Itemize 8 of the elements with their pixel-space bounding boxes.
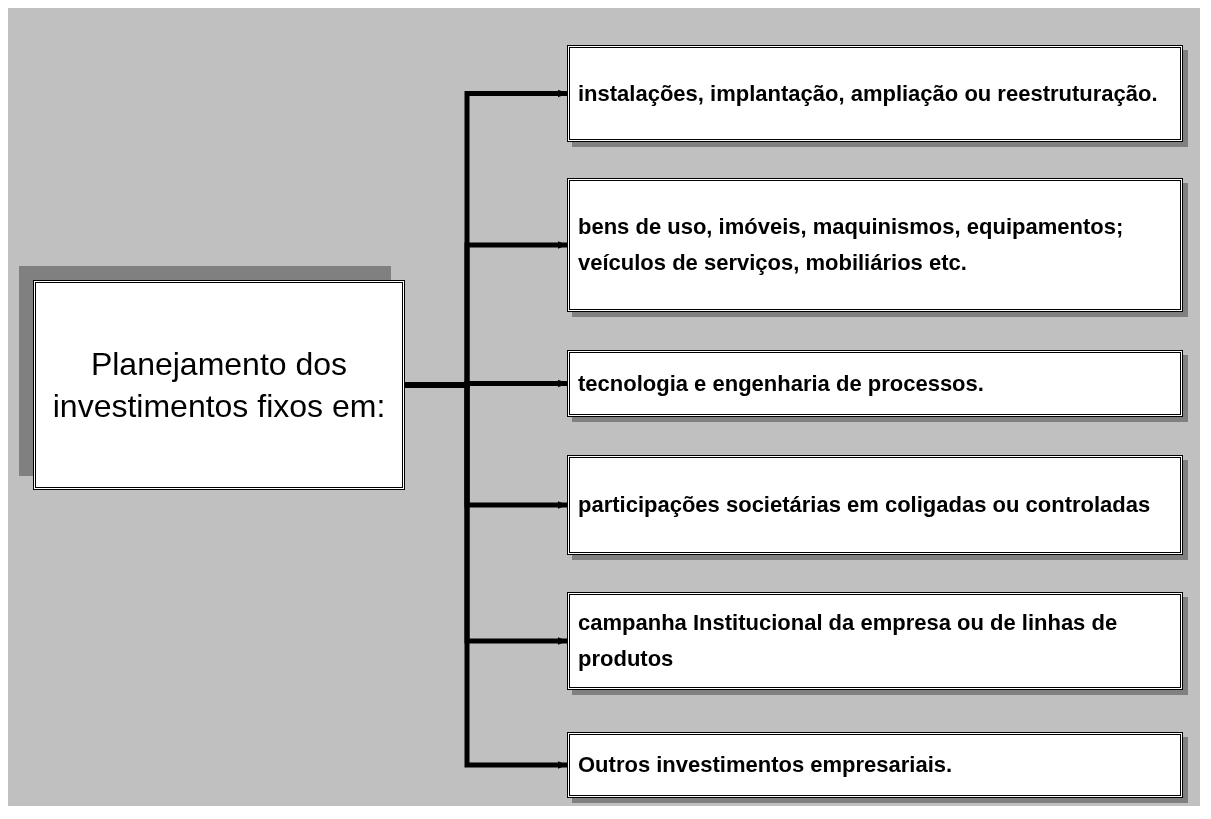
- item-text: Outros investimentos empresariais.: [578, 751, 953, 779]
- arrow: [405, 382, 568, 769]
- item-text: bens de uso, imóveis, maquinismos, equipamentos; veículos de serviços, mobiliários etc.: [578, 213, 1125, 277]
- item-text: participações societárias em coligadas ou controladas: [578, 491, 1151, 519]
- topic-text: Planejamento dos investimentos fixos em:: [51, 345, 387, 426]
- item-text: instalações, implantação, ampliação ou reestruturação.: [578, 79, 1158, 108]
- item-text: tecnologia e engenharia de processos.: [578, 369, 984, 398]
- item-text: campanha Institucional da empresa ou de linhas de produtos: [578, 609, 1119, 673]
